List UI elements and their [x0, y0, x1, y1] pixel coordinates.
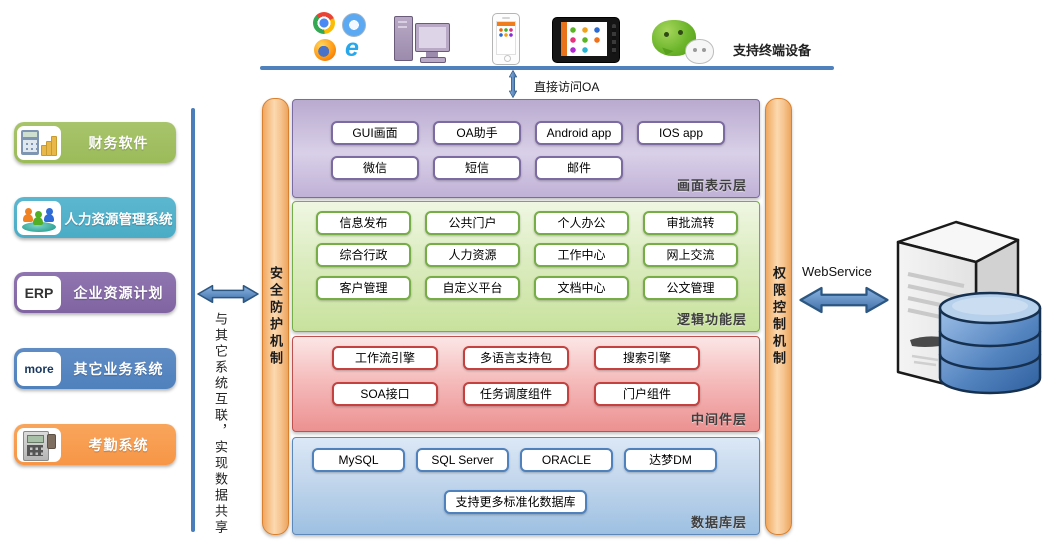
database-layer-label: 数据库层 — [690, 515, 747, 530]
database-layer: MySQL SQL Server ORACLE 达梦DM 支持更多标准化数据库 … — [292, 437, 760, 535]
more-text-icon: more — [17, 351, 61, 386]
layer-item: 微信 — [331, 156, 419, 180]
layer-item: 邮件 — [535, 156, 623, 180]
external-system-other: more 其它业务系统 — [14, 348, 176, 389]
integration-note: 与其它系统互联，实现数据共享 — [213, 312, 228, 536]
layer-item: 支持更多标准化数据库 — [444, 490, 587, 514]
layer-item: IOS app — [637, 121, 725, 145]
layer-item: OA助手 — [433, 121, 521, 145]
layer-item: SOA接口 — [332, 382, 438, 406]
pc-tower — [394, 16, 413, 61]
webservice-arrow — [799, 286, 889, 314]
layer-item: 信息发布 — [316, 211, 411, 235]
desktop-pc-icon — [394, 14, 450, 64]
layer-item: 人力资源 — [425, 243, 520, 267]
attendance-machine-icon — [17, 427, 61, 462]
direct-access-oa-label: 直接访问OA — [534, 80, 600, 94]
presentation-layer-label: 画面表示层 — [676, 178, 747, 193]
middleware-layer: 工作流引擎 多语言支持包 搜索引擎 SOA接口 任务调度组件 门户组件 中间件层 — [292, 336, 760, 432]
external-system-attendance: 考勤系统 — [14, 424, 176, 465]
external-system-finance: 财务软件 — [14, 122, 176, 163]
layer-item: ORACLE — [520, 448, 613, 472]
integration-line — [191, 108, 195, 532]
layer-item: 文档中心 — [534, 276, 629, 300]
layer-item: Android app — [535, 121, 623, 145]
layer-item: 搜索引擎 — [594, 346, 700, 370]
layer-item: 客户管理 — [316, 276, 411, 300]
firefox-icon — [314, 39, 336, 61]
chrome-icon — [313, 12, 335, 34]
layer-item: SQL Server — [416, 448, 509, 472]
direct-access-arrow — [508, 70, 518, 98]
presentation-layer: GUI画面 OA助手 Android app IOS app 微信 短信 邮件 … — [292, 99, 760, 198]
tablet-icon — [552, 17, 620, 63]
internet-explorer-icon: e — [345, 34, 359, 62]
terminal-divider-line — [260, 66, 834, 70]
webservice-label: WebService — [802, 264, 872, 279]
layer-item: 任务调度组件 — [463, 382, 569, 406]
layer-item: 多语言支持包 — [463, 346, 569, 370]
external-system-erp: ERP 企业资源计划 — [14, 272, 176, 313]
safari-icon — [342, 13, 366, 37]
middleware-layer-label: 中间件层 — [690, 412, 747, 427]
layer-item: 达梦DM — [624, 448, 717, 472]
layer-item: 审批流转 — [643, 211, 738, 235]
layer-item: 短信 — [433, 156, 521, 180]
finance-calculator-icon — [17, 125, 61, 160]
database-server-icon — [896, 220, 1042, 395]
wechat-icon — [652, 20, 716, 66]
layer-item: 门户组件 — [594, 382, 700, 406]
layer-item: 网上交流 — [643, 243, 738, 267]
integration-arrow — [197, 284, 259, 304]
layer-item: 个人办公 — [534, 211, 629, 235]
layer-item: GUI画面 — [331, 121, 419, 145]
hr-people-icon — [17, 200, 61, 235]
layer-item: 工作流引擎 — [332, 346, 438, 370]
smartphone-icon — [492, 13, 520, 65]
erp-text-icon: ERP — [17, 275, 61, 310]
layer-item: 公共门户 — [425, 211, 520, 235]
layer-item: 自定义平台 — [425, 276, 520, 300]
logic-layer: 信息发布 公共门户 个人办公 审批流转 综合行政 人力资源 工作中心 网上交流 … — [292, 201, 760, 332]
browser-icons-group: e — [312, 8, 368, 64]
security-barrier-bar: 安全防护机制 — [262, 98, 289, 535]
permission-barrier-bar: 权限控制机制 — [765, 98, 792, 535]
pc-monitor — [415, 23, 450, 52]
supported-terminals-label: 支持终端设备 — [733, 43, 812, 58]
external-system-hr: 人力资源管理系统 — [14, 197, 176, 238]
layer-item: MySQL — [312, 448, 405, 472]
logic-layer-label: 逻辑功能层 — [676, 312, 747, 327]
layer-item: 综合行政 — [316, 243, 411, 267]
layer-item: 公文管理 — [643, 276, 738, 300]
layer-item: 工作中心 — [534, 243, 629, 267]
